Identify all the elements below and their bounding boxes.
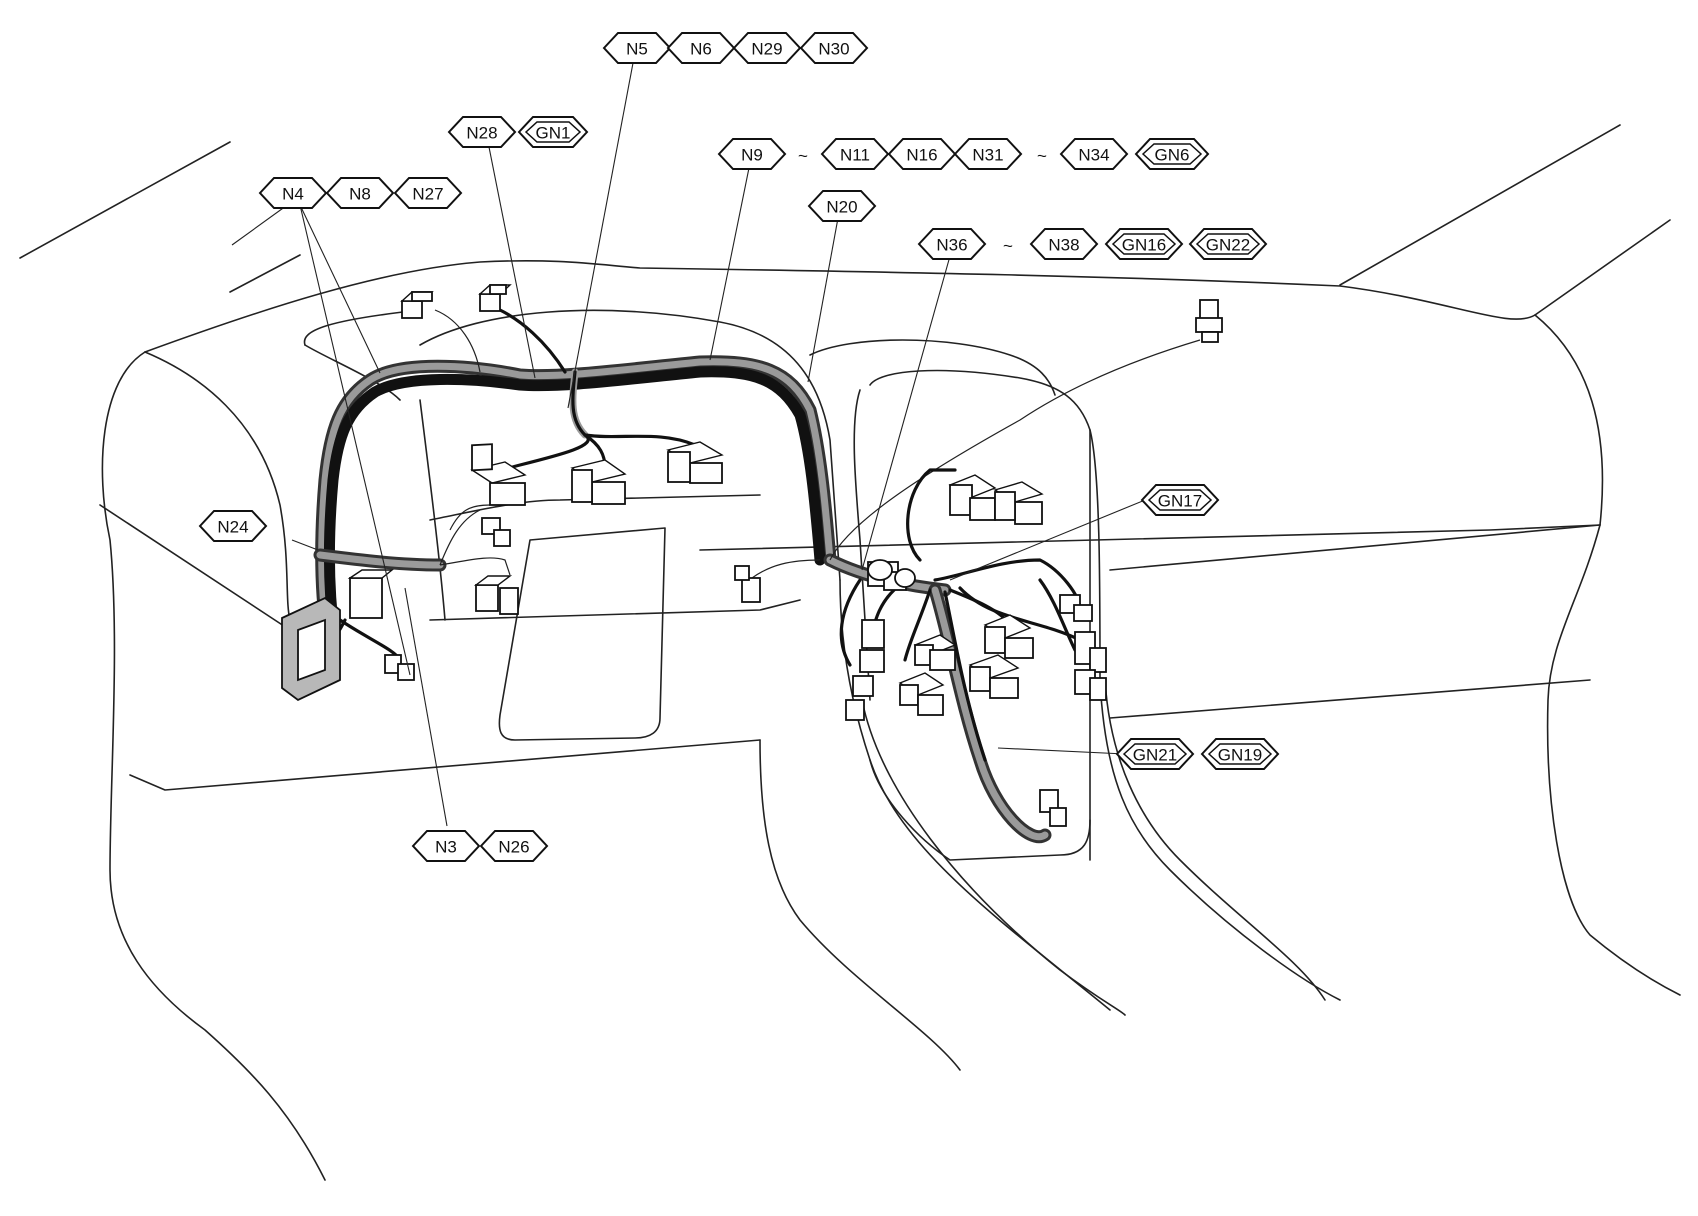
connector xyxy=(968,654,1020,699)
connector-tag-n9: N9 xyxy=(717,138,787,170)
connector-tag-gn17: GN17 xyxy=(1140,484,1220,516)
connector-tag-label: GN16 xyxy=(1122,236,1166,255)
connector-tag-label: GN17 xyxy=(1158,492,1202,511)
connector xyxy=(478,284,512,312)
connector xyxy=(734,565,761,603)
range-separator: ~ xyxy=(1037,147,1047,166)
connector xyxy=(913,634,957,671)
connector xyxy=(1059,594,1093,622)
connector-tag-label: GN19 xyxy=(1218,746,1262,765)
connector-tag-label: N16 xyxy=(906,146,937,165)
connector-tag-n3: N3 xyxy=(411,830,481,862)
dashboard-outline xyxy=(19,124,1681,1181)
fuse-box xyxy=(281,569,394,702)
connector xyxy=(666,441,724,484)
connector-tag-label: N9 xyxy=(741,146,763,165)
connector xyxy=(898,672,945,716)
connector-tag-label: N11 xyxy=(840,146,870,165)
connector-tag-gn19: GN19 xyxy=(1200,738,1280,770)
connector xyxy=(993,481,1044,525)
connector xyxy=(1039,789,1067,827)
connector-tag-n24: N24 xyxy=(198,510,268,542)
connector-tag-label: N36 xyxy=(936,236,967,255)
connector-tag-gn22: GN22 xyxy=(1188,228,1268,260)
range-separator: ~ xyxy=(1003,237,1013,256)
connector-tag-label: GN6 xyxy=(1155,146,1190,165)
connector-tag-label: N28 xyxy=(466,124,497,143)
connector-tag-gn16: GN16 xyxy=(1104,228,1184,260)
connector xyxy=(983,614,1034,659)
connector-tag-gn21: GN21 xyxy=(1115,738,1195,770)
connector-tag-label: GN21 xyxy=(1133,746,1177,765)
connector-tag-label: GN1 xyxy=(536,124,571,143)
connector-tag-label: N3 xyxy=(435,838,457,857)
connector-tag-label: N26 xyxy=(498,838,529,857)
connector-tag-n5: N5 xyxy=(602,32,672,64)
connector-tag-n30: N30 xyxy=(799,32,869,64)
connector-tag-n38: N38 xyxy=(1029,228,1099,260)
connector-tag-label: N30 xyxy=(818,40,849,59)
connector-tag-label: N6 xyxy=(690,40,712,59)
connector-tag-n8: N8 xyxy=(325,177,395,209)
connector-tag-n31: N31 xyxy=(953,138,1023,170)
connectors xyxy=(281,284,1223,827)
connector-tag-label: N8 xyxy=(349,185,371,204)
main-harness xyxy=(313,355,1052,844)
connector xyxy=(400,291,434,319)
connector-tag-label: GN22 xyxy=(1206,236,1250,255)
connector-tag-n29: N29 xyxy=(732,32,802,64)
range-separator: ~ xyxy=(798,147,808,166)
connector-tag-label: N38 xyxy=(1048,236,1079,255)
connector xyxy=(1074,669,1107,701)
connector-tag-n27: N27 xyxy=(393,177,463,209)
connector xyxy=(1074,631,1107,673)
connector-tag-label: N24 xyxy=(217,518,248,537)
connector xyxy=(470,443,527,506)
connector-tag-label: N27 xyxy=(412,185,443,204)
connector-tag-label: N31 xyxy=(972,146,1003,165)
connector-tag-n4: N4 xyxy=(258,177,328,209)
connector-tag-gn6: GN6 xyxy=(1134,138,1210,170)
connector-tag-n26: N26 xyxy=(479,830,549,862)
connector-tag-n11: N11 xyxy=(820,138,890,170)
connector xyxy=(948,474,997,521)
connector-tag-label: N29 xyxy=(751,40,782,59)
leader-lines xyxy=(231,62,1146,827)
connector xyxy=(473,575,519,615)
connector xyxy=(867,559,916,588)
connector xyxy=(384,654,415,681)
connector-tag-n36: N36 xyxy=(917,228,987,260)
connector xyxy=(1195,299,1223,343)
connector-tag-n28: N28 xyxy=(447,116,517,148)
connector xyxy=(481,517,511,547)
connector-tag-n16: N16 xyxy=(887,138,957,170)
connector-tag-label: N4 xyxy=(282,185,304,204)
connector xyxy=(845,619,885,721)
connector-tag-n6: N6 xyxy=(666,32,736,64)
connector-tag-label: N20 xyxy=(826,198,857,217)
connector-tag-label: N34 xyxy=(1078,146,1109,165)
connector-tag-label: N5 xyxy=(626,40,648,59)
connector-tag-n20: N20 xyxy=(807,190,877,222)
connector xyxy=(570,459,627,505)
connector-tag-n34: N34 xyxy=(1059,138,1129,170)
connector-tag-gn1: GN1 xyxy=(517,116,589,148)
branch-wires xyxy=(308,308,1201,667)
